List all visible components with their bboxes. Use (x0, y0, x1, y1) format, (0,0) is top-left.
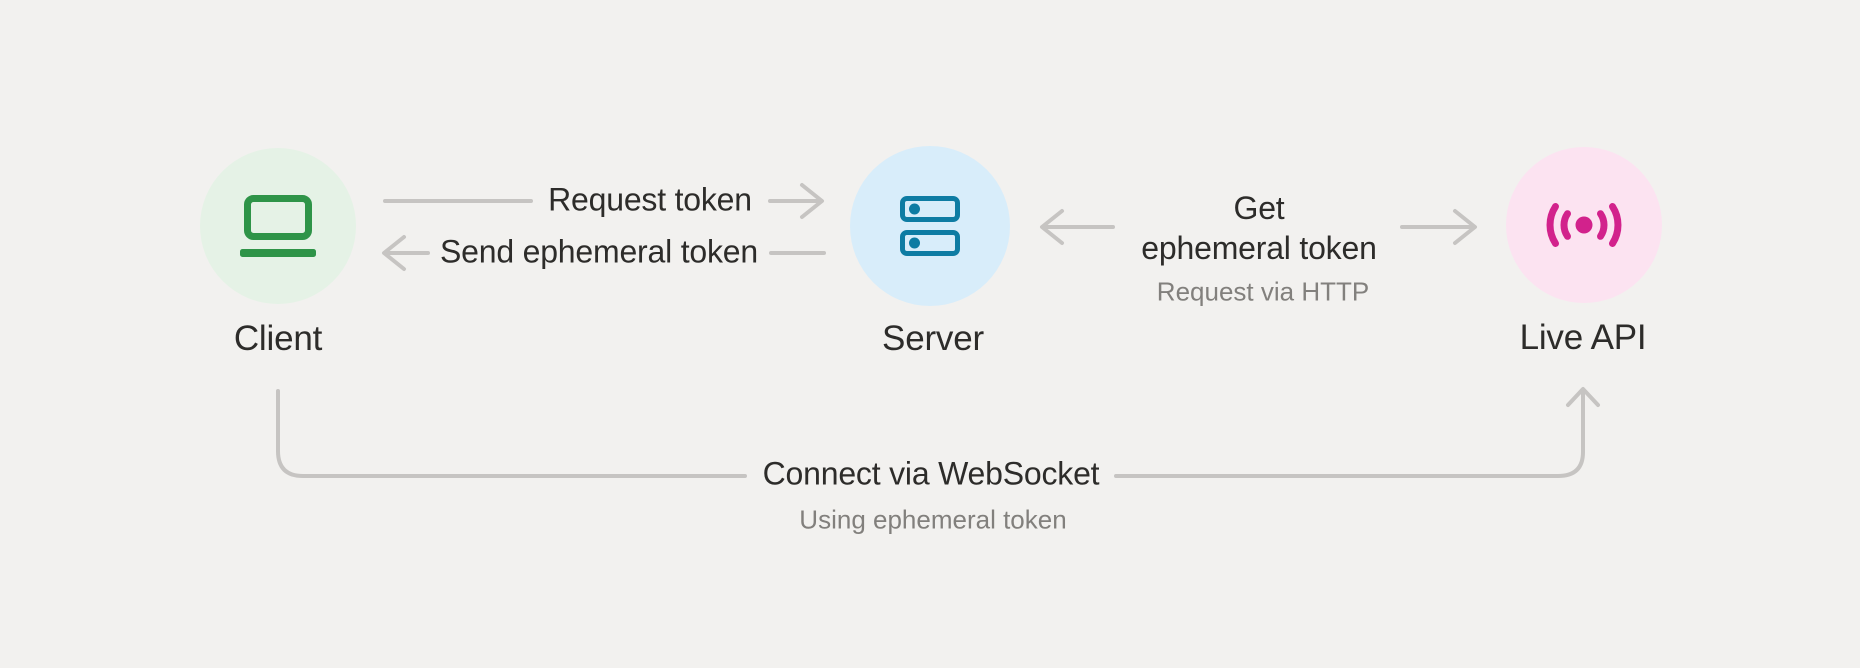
live-api-label: Live API (1519, 318, 1647, 357)
get-ephemeral-token-label-line1: Get (1233, 190, 1285, 226)
send-ephemeral-token-label: Send ephemeral token (439, 233, 759, 270)
websocket-line-right (1114, 391, 1585, 478)
using-ephemeral-token-sublabel: Using ephemeral token (799, 504, 1067, 535)
arrow-right-icon (1453, 209, 1477, 245)
arrow-right-icon (800, 183, 824, 219)
server-label: Server (882, 319, 984, 358)
server-node (850, 146, 1010, 306)
laptop-icon (240, 195, 316, 257)
live-broadcast-icon (1546, 203, 1622, 247)
request-token-label: Request token (548, 181, 752, 218)
client-node (200, 148, 356, 304)
server-stack-icon (900, 196, 960, 256)
get-ephemeral-token-label: Get ephemeral token (1141, 188, 1377, 268)
live-api-node (1506, 147, 1662, 303)
client-label: Client (233, 319, 323, 358)
websocket-line-left (276, 389, 747, 478)
arrow-left-icon (382, 235, 406, 271)
get-ephemeral-token-label-line2: ephemeral token (1141, 230, 1377, 266)
arrow-left-icon (1040, 209, 1064, 245)
connect-via-websocket-label: Connect via WebSocket (762, 455, 1100, 492)
request-via-http-sublabel: Request via HTTP (1156, 276, 1370, 307)
arrow-up-icon (1566, 387, 1600, 407)
